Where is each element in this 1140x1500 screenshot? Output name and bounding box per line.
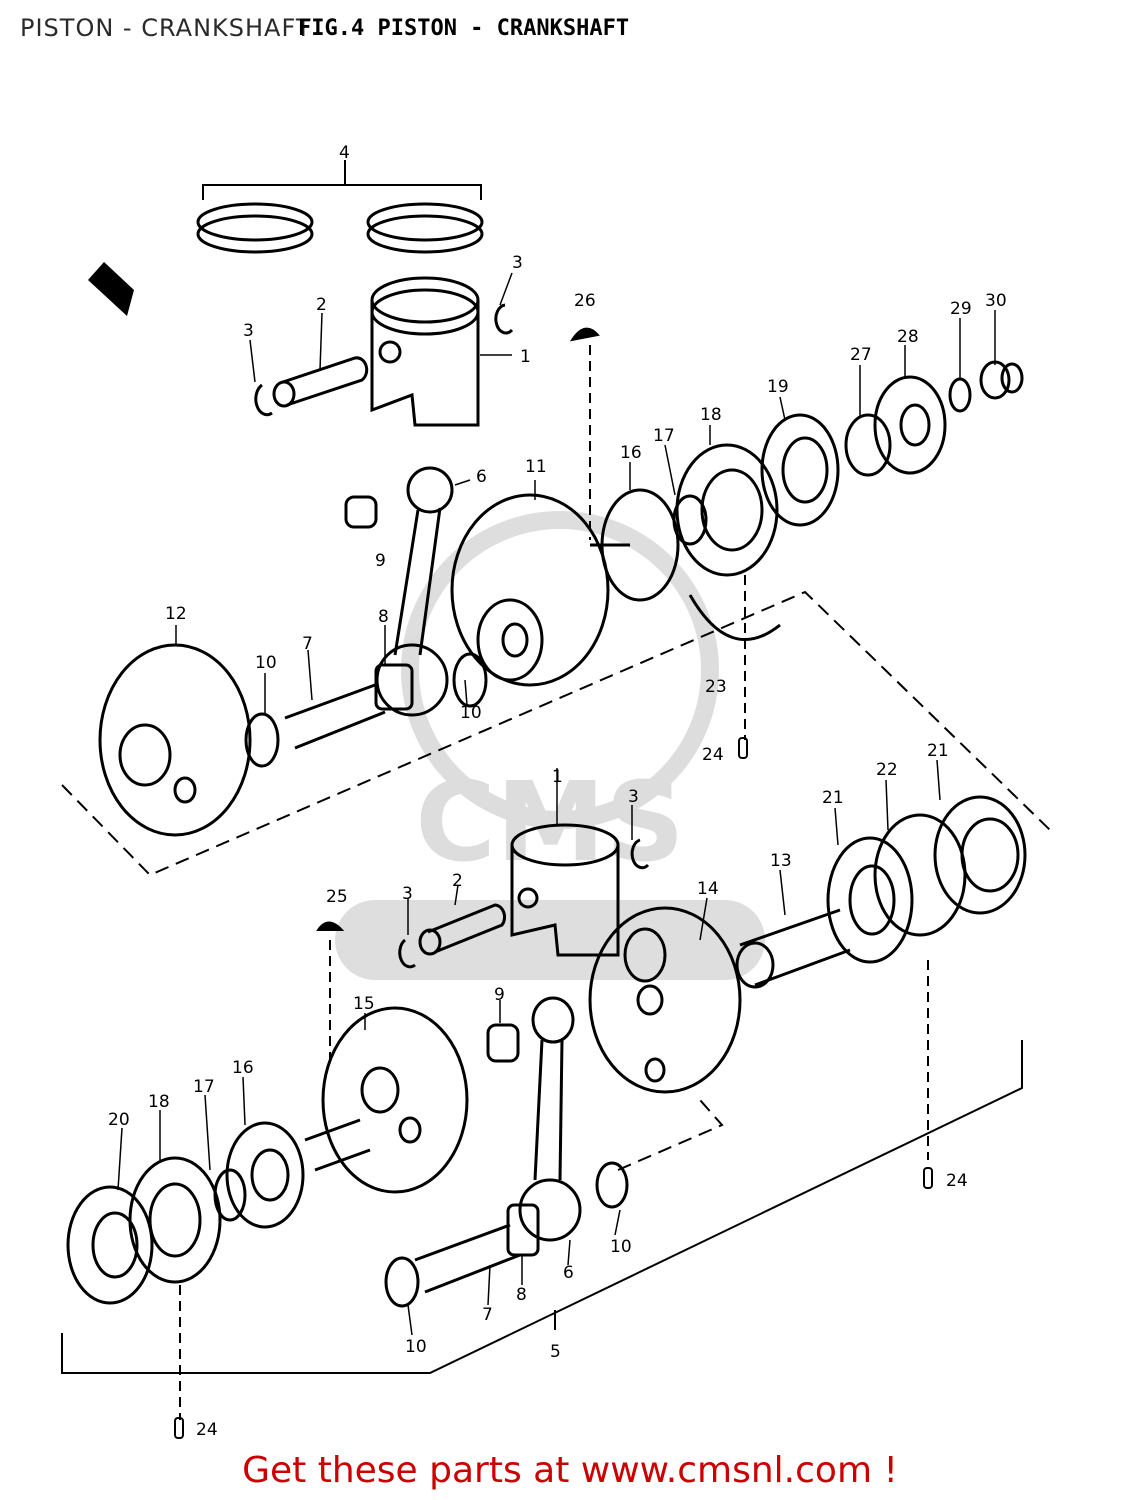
woodruff-key-25: [316, 921, 345, 931]
callout-21: 21: [927, 741, 949, 761]
flywheel-14: [588, 906, 742, 1094]
callout-17: 17: [193, 1077, 215, 1097]
figure-title: FIG.4 PISTON - CRANKSHAFT: [298, 16, 630, 41]
callout-7: 7: [302, 634, 313, 654]
callout-10: 10: [610, 1237, 632, 1257]
footer-cta-link[interactable]: Get these parts at www.cmsnl.com !: [242, 1450, 898, 1491]
callout-22: 22: [876, 760, 898, 780]
callout-7: 7: [482, 1305, 493, 1325]
crank-shaft-13: [735, 908, 851, 989]
connecting-rod-lower: [518, 996, 582, 1242]
leader-lines: [117, 272, 996, 1336]
bearings-lower-right: [826, 795, 1027, 964]
callout-24: 24: [946, 1171, 968, 1191]
flywheel-12: [98, 643, 252, 837]
rings-bracket: [202, 160, 482, 200]
callout-16: 16: [232, 1058, 254, 1078]
lower-assembly-frame: [617, 1099, 724, 1171]
woodruff-key-26: [569, 327, 600, 342]
piston-pin-upper: [254, 303, 514, 417]
crank-pin-lower: [384, 1161, 629, 1308]
callout-4: 4: [339, 143, 350, 163]
callout-16: 16: [620, 443, 642, 463]
callout-3: 3: [512, 253, 523, 273]
callout-8: 8: [378, 607, 389, 627]
dowel-pin-24c: [174, 1417, 184, 1439]
snap-ring-23: [688, 594, 781, 641]
exploded-parts-diagram: CMS: [61, 143, 1051, 1440]
callout-2: 2: [316, 295, 327, 315]
callout-10: 10: [460, 703, 482, 723]
callout-9: 9: [494, 985, 505, 1005]
callout-17: 17: [653, 426, 675, 446]
front-arrow-icon: [88, 262, 134, 316]
callout-2: 2: [452, 871, 463, 891]
callout-19: 19: [767, 377, 789, 397]
callout-6: 6: [563, 1263, 574, 1283]
callout-3: 3: [402, 884, 413, 904]
callout-10: 10: [405, 1337, 427, 1357]
callout-11: 11: [525, 457, 547, 477]
connecting-rod-upper: [375, 466, 454, 717]
needle-bearing-9-lower: [486, 1023, 520, 1063]
callout-13: 13: [770, 851, 792, 871]
callout-9: 9: [375, 551, 386, 571]
callout-24: 24: [196, 1420, 218, 1440]
needle-bearing-upper: [344, 495, 414, 711]
callout-3: 3: [628, 787, 639, 807]
flywheel-11: [450, 493, 630, 687]
lower-assembly-bracket: [61, 1040, 1023, 1374]
piston-upper: [370, 276, 480, 427]
callout-20: 20: [108, 1110, 130, 1130]
piston-pin-lower: [398, 838, 650, 969]
flywheel-15: [304, 1006, 469, 1194]
callout-18: 18: [148, 1092, 170, 1112]
callout-1: 1: [520, 347, 531, 367]
callout-labels: 4 3 2 3 1 26 29 30 28 27 19 18 17 16 11 …: [108, 143, 1007, 1440]
callout-3: 3: [243, 321, 254, 341]
callout-10: 10: [255, 653, 277, 673]
callout-23: 23: [705, 677, 727, 697]
gear-assembly: [844, 360, 1024, 477]
callout-25: 25: [326, 887, 348, 907]
callout-6: 6: [476, 467, 487, 487]
callout-1: 1: [552, 767, 563, 787]
bearings-lower-left: [66, 1156, 222, 1305]
callout-18: 18: [700, 405, 722, 425]
dowel-pin-24b: [923, 1167, 933, 1189]
callout-14: 14: [697, 879, 719, 899]
callout-8: 8: [516, 1285, 527, 1305]
crank-pin-upper: [244, 652, 488, 768]
bearings-upper-right: [672, 413, 840, 577]
seal-lower: [213, 1121, 305, 1229]
callout-24: 24: [702, 745, 724, 765]
dowel-pin-24a: [738, 737, 748, 759]
callout-12: 12: [165, 604, 187, 624]
piston-rings: [196, 202, 484, 254]
callout-26: 26: [574, 291, 596, 311]
callout-29: 29: [950, 299, 972, 319]
callout-15: 15: [353, 994, 375, 1014]
callout-30: 30: [985, 291, 1007, 311]
callout-27: 27: [850, 345, 872, 365]
callout-5: 5: [550, 1342, 561, 1362]
page-title: PISTON - CRANKSHAFT: [20, 14, 312, 42]
callout-21: 21: [822, 788, 844, 808]
callout-28: 28: [897, 327, 919, 347]
cmsnl-watermark: CMS: [335, 511, 765, 980]
piston-lower: [510, 823, 620, 957]
